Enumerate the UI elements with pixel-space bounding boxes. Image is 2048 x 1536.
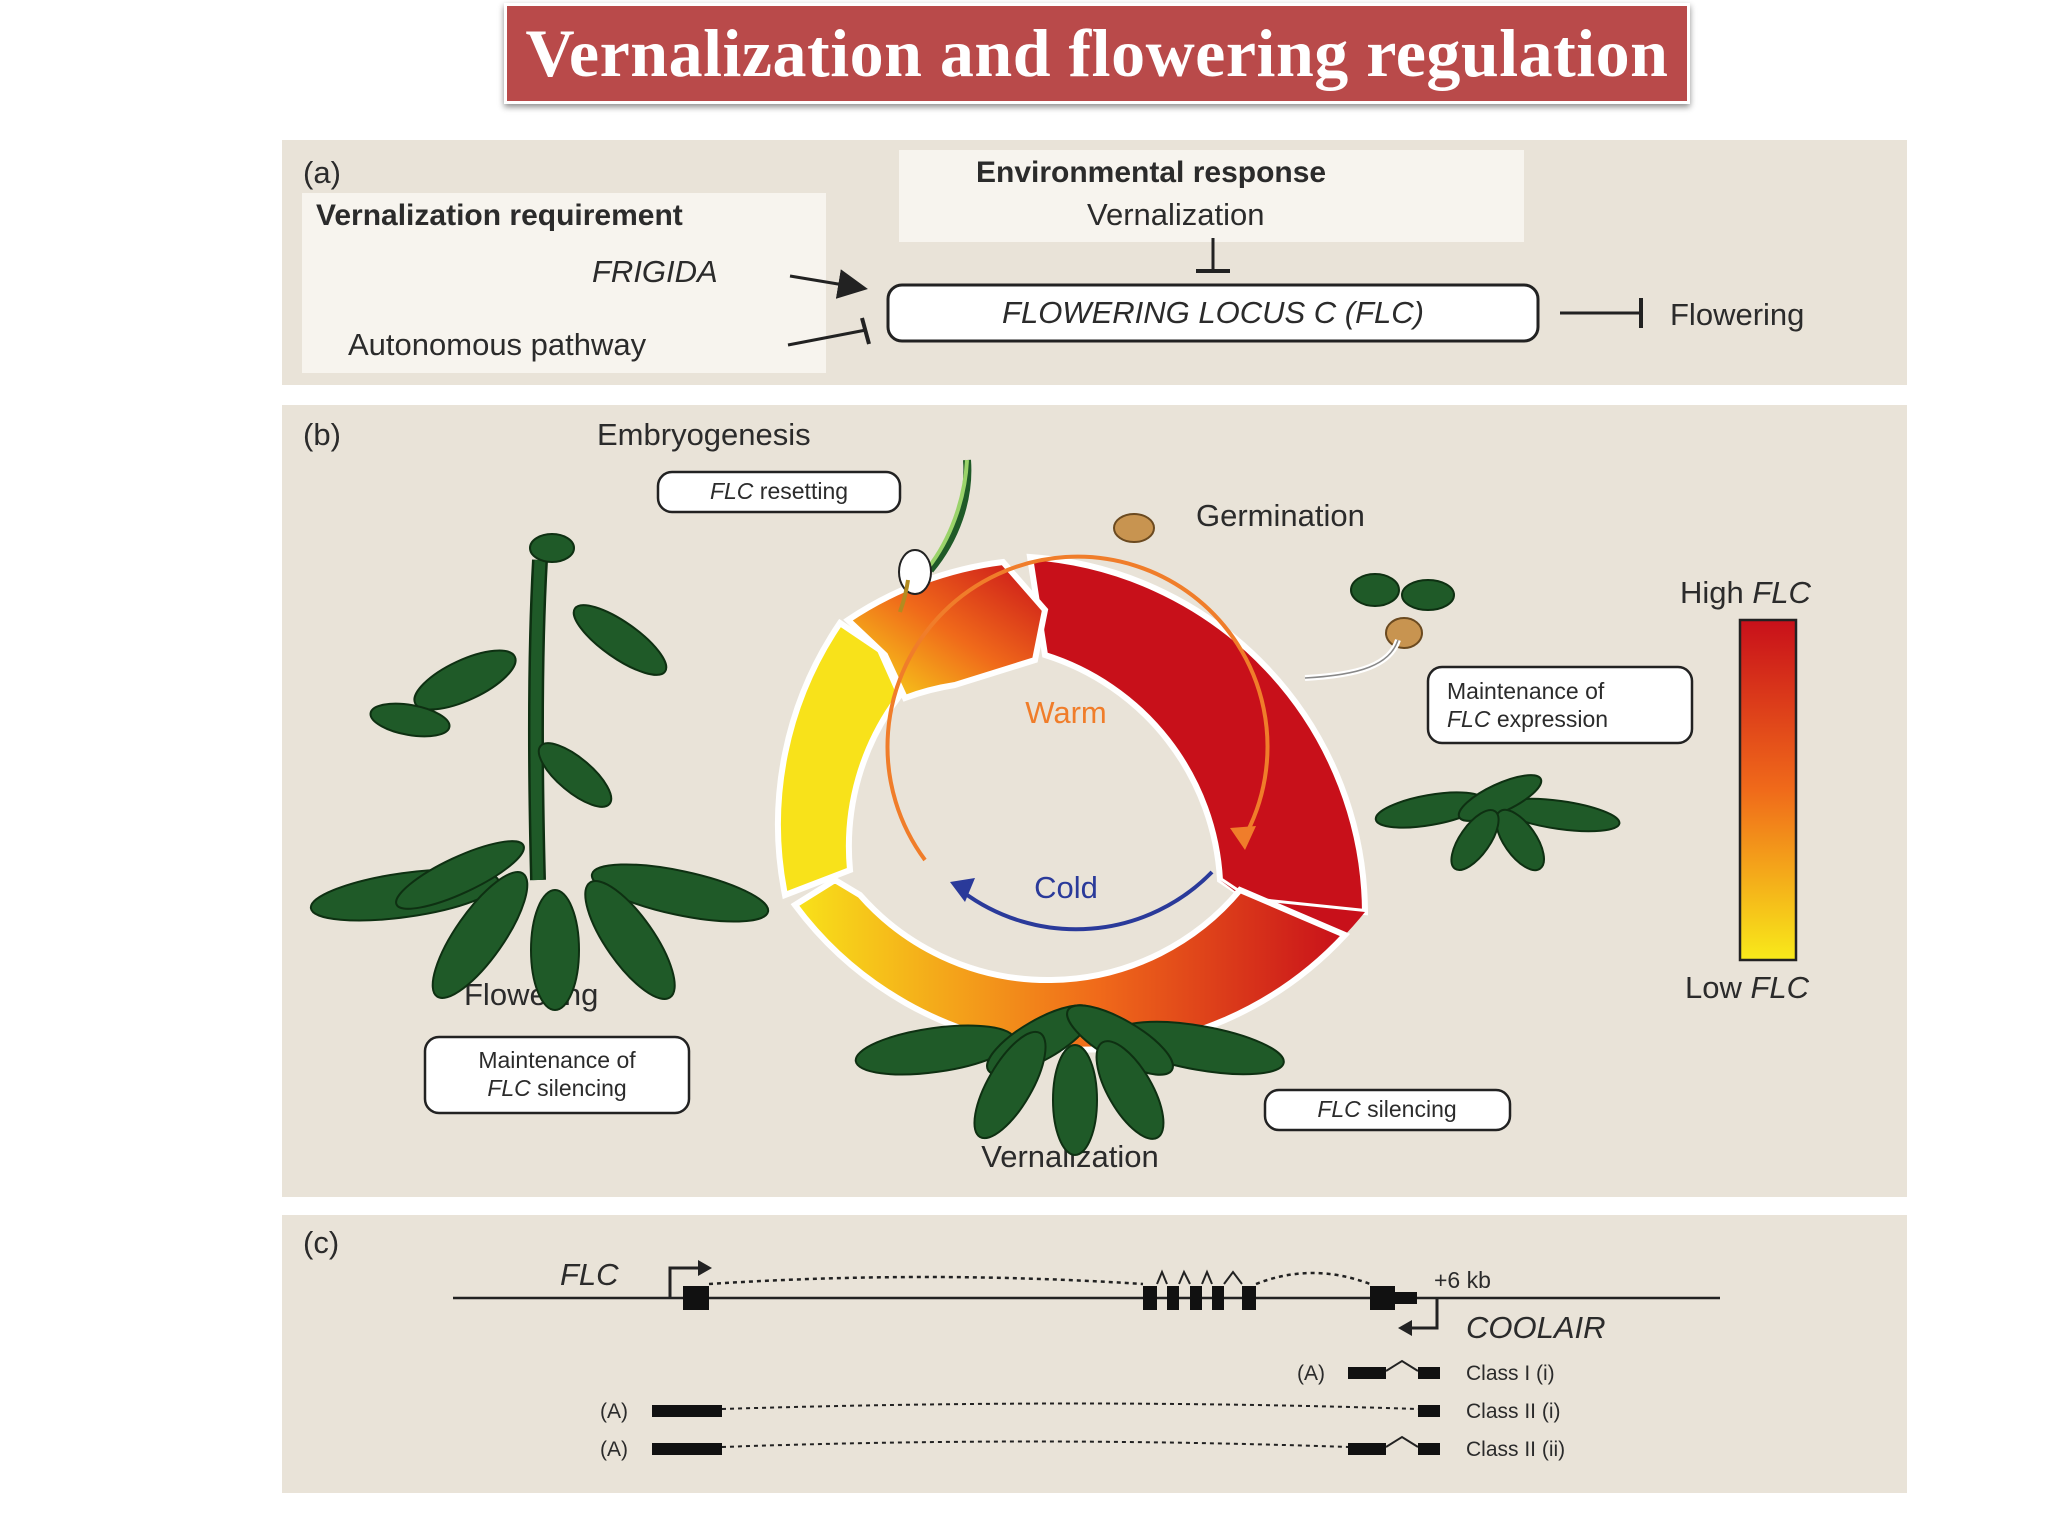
high-flc-prefix: High	[1680, 575, 1752, 610]
flc-exon-5	[1212, 1286, 1224, 1310]
panel-a-tag: (a)	[303, 155, 341, 190]
flc-cycle-ring	[774, 553, 1369, 1053]
flc-intron-1	[708, 1275, 1144, 1286]
class-2ii-transcript: (A) Class II (ii)	[600, 1435, 1565, 1461]
title-banner: Vernalization and flowering regulation	[504, 3, 1690, 104]
maintenance-silencing-italic: FLC	[487, 1075, 531, 1101]
ring-segment-left-yellow	[774, 618, 904, 900]
class-1-polya: (A)	[1297, 1362, 1325, 1385]
class-2i-label: Class II (i)	[1466, 1400, 1561, 1423]
embryogenesis-label: Embryogenesis	[597, 417, 811, 452]
flc-silencing-italic: FLC	[1317, 1096, 1361, 1122]
autonomous-inhibition-bar	[860, 317, 871, 345]
vernalization-requirement-box	[302, 193, 826, 373]
flc-exon-3	[1167, 1286, 1179, 1310]
cold-arrow	[961, 870, 1214, 932]
vernalization-label: Vernalization	[1087, 197, 1265, 232]
environmental-response-heading: Environmental response	[976, 156, 1326, 189]
panel-a: (a) Vernalization requirement FRIGIDA Au…	[282, 140, 1907, 385]
embryo-seedling-icon	[898, 459, 972, 613]
cold-arrowhead	[950, 878, 975, 902]
flc-tss-arrowhead	[698, 1260, 712, 1276]
warm-arrowhead	[1230, 826, 1256, 850]
high-flc-label: High FLC	[1680, 575, 1812, 610]
flc-gene-label: FLC	[560, 1257, 619, 1292]
maintenance-silencing-box	[423, 1035, 691, 1115]
flc-intron-2	[1156, 1269, 1243, 1285]
flc-resetting-label: FLC resetting	[710, 478, 848, 504]
maintenance-expression-line2: FLC expression	[1447, 706, 1608, 732]
class-1-label: Class I (i)	[1466, 1362, 1555, 1385]
panel-c: (c) FLC +6 kb COOLAIR (A) Class I (i)	[282, 1215, 1907, 1493]
flc-resetting-box	[656, 470, 902, 514]
maintenance-expression-italic: FLC	[1447, 706, 1491, 732]
frigida-label: FRIGIDA	[592, 254, 718, 289]
panel-b: (b) Warm Cold Embryogenesis FLC resettin…	[282, 405, 1907, 1197]
rosette-vernalization-icon	[854, 1004, 1285, 1156]
plus-6kb-label: +6 kb	[1434, 1267, 1491, 1293]
class-2i-polya: (A)	[600, 1400, 628, 1423]
class-1-transcript: (A) Class I (i)	[1297, 1359, 1555, 1385]
maintenance-silencing-rest: silencing	[531, 1075, 627, 1101]
low-flc-italic: FLC	[1750, 970, 1809, 1005]
cold-label: Cold	[1034, 870, 1098, 905]
flc-silencing-label: FLC silencing	[1317, 1096, 1456, 1122]
autonomous-inhibition-line	[787, 328, 867, 347]
class-2ii-label: Class II (ii)	[1466, 1438, 1565, 1461]
class-2ii-polya: (A)	[600, 1438, 628, 1461]
frigida-activation-arrow	[789, 269, 868, 299]
maintenance-expression-box	[1426, 665, 1694, 745]
slide-title: Vernalization and flowering regulation	[525, 15, 1669, 91]
flc-exon-7	[1370, 1286, 1395, 1310]
environmental-response-box	[899, 150, 1524, 242]
flc-resetting-italic: FLC	[710, 478, 754, 504]
low-flc-prefix: Low	[1685, 970, 1750, 1005]
flowering-label-b: Flowering	[464, 977, 598, 1012]
coolair-tss-arrowhead	[1398, 1320, 1412, 1336]
ring-segment-high	[1026, 553, 1369, 916]
vernalization-requirement-heading: Vernalization requirement	[316, 199, 683, 232]
maintenance-expression-rest: expression	[1490, 706, 1608, 732]
flc-silencing-rest: silencing	[1361, 1096, 1457, 1122]
coolair-label: COOLAIR	[1466, 1310, 1606, 1345]
maintenance-silencing-line1: Maintenance of	[478, 1047, 636, 1073]
flc-exon-6	[1242, 1286, 1256, 1310]
maintenance-silencing-line2: FLC silencing	[487, 1075, 626, 1101]
flowering-label-a: Flowering	[1670, 297, 1804, 332]
flc-exon-2	[1143, 1286, 1157, 1310]
panel-c-background	[282, 1215, 1907, 1493]
flc-exon-1	[683, 1286, 709, 1310]
flc-tss-arrow	[668, 1266, 700, 1298]
ring-segment-top-left	[843, 558, 1049, 702]
low-flc-label: Low FLC	[1685, 970, 1810, 1005]
rosette-young-icon	[1374, 774, 1621, 872]
flowering-plant-icon	[309, 533, 770, 1011]
germinating-seedling-icon	[1304, 573, 1455, 681]
flc-silencing-box	[1263, 1088, 1512, 1132]
panel-c-tag: (c)	[303, 1225, 339, 1260]
autonomous-pathway-label: Autonomous pathway	[348, 327, 647, 362]
flc-resetting-rest: resetting	[753, 478, 848, 504]
warm-label: Warm	[1025, 695, 1107, 730]
class-2i-transcript: (A) Class II (i)	[600, 1400, 1561, 1423]
flc-box-label: FLOWERING LOCUS C (FLC)	[1002, 295, 1424, 330]
flc-box	[886, 283, 1540, 343]
flc-intron-3	[1255, 1271, 1371, 1286]
maintenance-expression-line1: Maintenance of	[1447, 678, 1605, 704]
high-flc-italic: FLC	[1752, 575, 1811, 610]
flc-exon-4	[1190, 1286, 1202, 1310]
flc-exon-8	[1395, 1292, 1417, 1304]
warm-arrow	[885, 554, 1270, 862]
panel-b-tag: (b)	[303, 417, 341, 452]
flc-level-gradient-bar	[1738, 618, 1798, 962]
seed-icon	[1113, 513, 1155, 543]
coolair-tss-arrow	[1410, 1298, 1439, 1330]
germination-label: Germination	[1196, 498, 1365, 533]
